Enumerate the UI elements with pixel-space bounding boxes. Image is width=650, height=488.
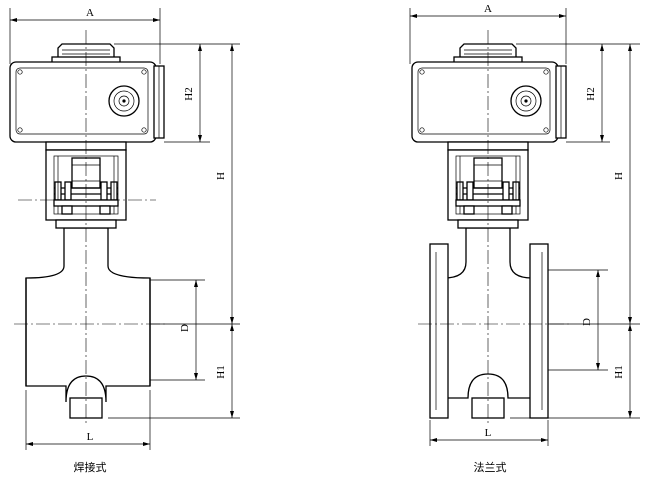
flanged-view — [411, 30, 570, 424]
welded-view — [9, 30, 168, 424]
welded-dimensions: A H2 H D H1 L 焊接式 — [9, 7, 240, 474]
dim-l-left: L — [87, 431, 94, 443]
dim-d-right: D — [581, 318, 593, 326]
dim-a-right: A — [484, 3, 492, 15]
flanged-caption: 法兰式 — [474, 460, 507, 474]
dim-a-left: A — [86, 7, 94, 19]
welded-caption: 焊接式 — [74, 460, 107, 474]
dim-l-right: L — [485, 427, 492, 439]
dim-d-left: D — [179, 324, 191, 332]
flanged-right-flange — [529, 243, 549, 419]
dim-h-left: H — [215, 172, 227, 180]
welded-neck — [25, 227, 151, 403]
dim-h1-left: H1 — [215, 365, 227, 378]
dim-h1-right: H1 — [613, 365, 625, 378]
dim-h2-left: H2 — [183, 87, 195, 100]
dim-h-right: H — [613, 172, 625, 180]
welded-actuator — [9, 43, 165, 221]
dim-h2-right: H2 — [585, 87, 597, 100]
flanged-actuator — [411, 43, 567, 221]
flanged-dimensions: A H2 H D H1 L 法兰式 — [409, 3, 640, 474]
flanged-left-flange — [429, 243, 449, 419]
